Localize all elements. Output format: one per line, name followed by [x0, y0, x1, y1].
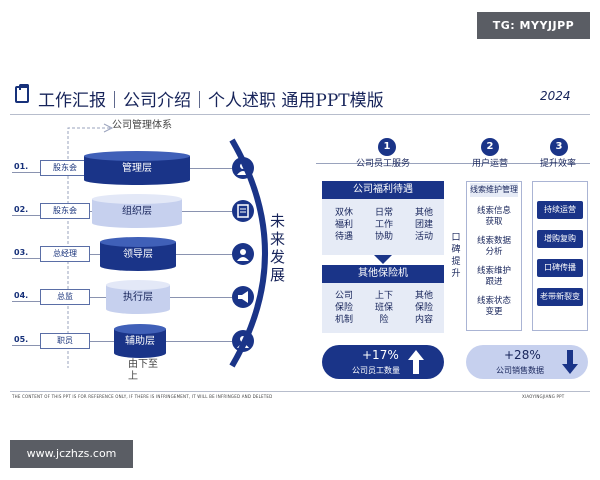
ops-item: 线索数据分析 — [476, 236, 511, 257]
clipboard-icon — [15, 84, 29, 103]
efficiency-item: 增购复购 — [537, 230, 583, 248]
icon-connector — [170, 297, 232, 298]
page-title: 工作汇报｜公司介绍｜个人述职 通用PPT模版 — [38, 91, 384, 111]
role-connector — [90, 254, 100, 255]
layer-bar: 管理层 — [84, 151, 190, 185]
icon-connector — [182, 211, 232, 212]
role-connector — [90, 341, 114, 342]
row-number: 04. — [14, 291, 29, 300]
step-2-number: 2 — [481, 138, 499, 156]
welfare-title: 公司福利待遇 — [322, 181, 444, 199]
icon-connector — [176, 254, 232, 255]
row-number: 05. — [14, 335, 29, 344]
layer-label: 组织层 — [122, 206, 152, 217]
layer-bar: 辅助层 — [114, 324, 166, 358]
layer-label: 执行层 — [123, 292, 153, 303]
icon-connector — [166, 341, 232, 342]
step-1-number: 1 — [378, 138, 396, 156]
role-box: 总监 — [40, 289, 90, 305]
insurance-item: 公司保险机制 — [334, 291, 353, 325]
year-label: 2024 — [540, 89, 571, 103]
row-number-line — [12, 345, 40, 346]
ops-box — [466, 181, 522, 331]
step-3-label: 提升效率 — [540, 159, 577, 169]
step-3-number: 3 — [550, 138, 568, 156]
welfare-box — [322, 199, 444, 255]
up-arrow-icon — [408, 350, 424, 374]
reputation-label: 口碑提升 — [451, 233, 461, 279]
staff-stat-label: 公司员工数量 — [352, 366, 400, 375]
staff-stat-card — [322, 345, 444, 379]
watermark-top: TG: MYYJJPP — [477, 12, 590, 39]
layer-bar: 执行层 — [106, 280, 170, 314]
role-box: 职员 — [40, 333, 90, 349]
ops-item: 线索信息获取 — [476, 206, 511, 227]
footer-divider — [10, 391, 590, 392]
row-number: 02. — [14, 205, 29, 214]
layer-label: 管理层 — [122, 163, 152, 174]
welfare-item: 日常工作协助 — [374, 208, 393, 242]
welfare-item: 其他团建活动 — [414, 208, 433, 242]
layer-bar: 组织层 — [92, 194, 182, 228]
down-arrow-icon — [562, 350, 578, 374]
layer-label: 领导层 — [123, 249, 153, 260]
footer-brand: XIAOYINGJIANG PPT — [522, 394, 565, 399]
insurance-box — [322, 283, 444, 333]
megaphone-icon — [232, 286, 254, 308]
upward-arrow-icon — [67, 123, 114, 368]
ops-title: 线索维护管理 — [470, 183, 518, 197]
insurance-item: 上下班保险 — [374, 291, 393, 325]
insurance-item: 其他保险内容 — [414, 291, 433, 325]
sales-stat-value: +28% — [504, 348, 541, 362]
sales-stat-label: 公司销售数据 — [496, 366, 544, 375]
row-number-line — [12, 258, 40, 259]
role-connector — [90, 211, 92, 212]
efficiency-item: 口碑传播 — [537, 259, 583, 277]
watermark-bottom: www.jczhzs.com — [10, 440, 133, 468]
efficiency-item: 老带新裂变 — [537, 288, 583, 306]
layer-bar: 领导层 — [100, 237, 176, 271]
ops-item: 线索维护跟进 — [476, 266, 511, 287]
row-number-line — [12, 301, 40, 302]
role-connector — [90, 297, 106, 298]
down-arrow-icon — [374, 255, 392, 264]
role-box: 股东会 — [40, 160, 90, 176]
row-number-line — [12, 172, 40, 173]
management-system-label: 公司管理体系 — [112, 120, 172, 131]
row-number: 03. — [14, 248, 29, 257]
insurance-title: 其他保险机 — [322, 265, 444, 283]
row-number-line — [12, 215, 40, 216]
row-number: 01. — [14, 162, 29, 171]
icon-connector — [190, 168, 232, 169]
person-icon — [232, 243, 254, 265]
ops-item: 线索状态变更 — [476, 296, 511, 317]
layer-label: 辅助层 — [125, 336, 155, 347]
step-1-label: 公司员工服务 — [356, 159, 411, 169]
steps-divider — [316, 163, 590, 164]
staff-stat-value: +17% — [362, 348, 399, 362]
document-icon — [232, 200, 254, 222]
footer-disclaimer: THE CONTENT OF THIS PPT IS FOR REFERENCE… — [12, 394, 273, 399]
title-divider — [10, 114, 590, 115]
welfare-item: 双休福利待遇 — [334, 208, 353, 242]
bottom-up-label: 由下至上 — [128, 359, 158, 382]
step-2-label: 用户运营 — [472, 159, 509, 169]
arc-decoration — [229, 138, 268, 368]
role-box: 总经理 — [40, 246, 90, 262]
efficiency-box — [532, 181, 588, 331]
role-box: 股东会 — [40, 203, 90, 219]
efficiency-item: 持续运营 — [537, 201, 583, 219]
future-development-label: 未来发展 — [270, 212, 286, 284]
